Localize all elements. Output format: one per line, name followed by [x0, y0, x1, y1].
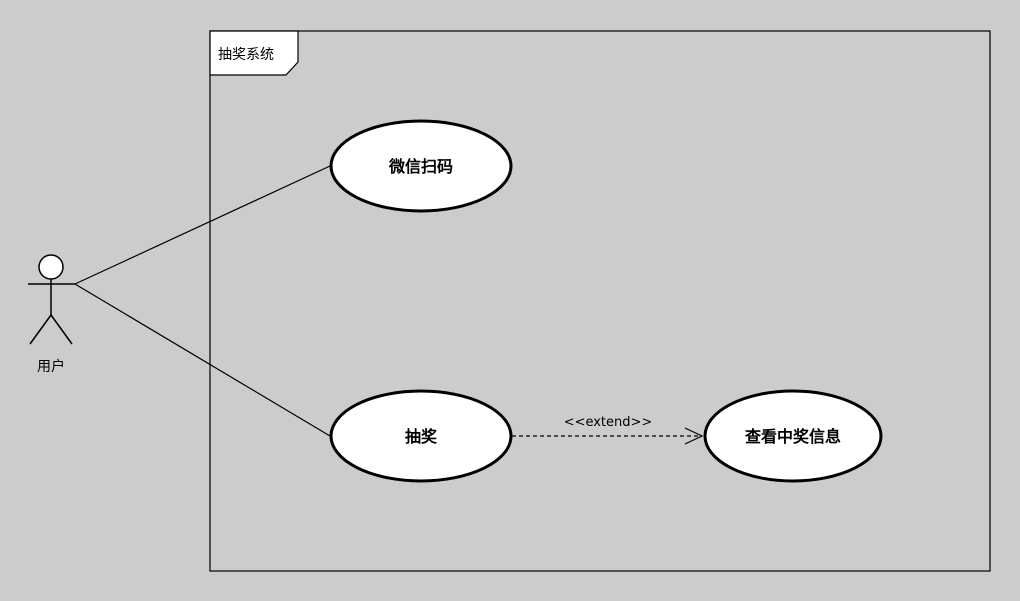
actor-left-leg [29, 314, 52, 345]
actor-name: 用户 [37, 358, 65, 375]
actor-user[interactable]: 用户 [28, 254, 75, 375]
extend-label: <<extend>> [564, 415, 653, 430]
extend-arrowhead [684, 427, 704, 445]
usecase-lottery[interactable]: 抽奖 [329, 389, 513, 483]
system-title: 抽奖系统 [218, 46, 274, 63]
usecase-wechat-scan[interactable]: 微信扫码 [329, 119, 513, 213]
usecase-wechat-scan-ellipse [329, 119, 513, 213]
system-title-tab [209, 30, 299, 76]
system-boundary-rect [209, 30, 991, 572]
actor-right-leg [50, 314, 73, 345]
usecase-lottery-ellipse [329, 389, 513, 483]
usecase-view-prize-info-label: 查看中奖信息 [745, 427, 841, 446]
usecase-view-prize-info-ellipse [703, 389, 883, 483]
association-wechat-scan [74, 165, 331, 285]
usecase-wechat-scan-label: 微信扫码 [388, 157, 453, 176]
actor-head [38, 254, 64, 280]
usecase-lottery-label: 抽奖 [405, 427, 438, 446]
system-boundary[interactable]: 抽奖系统 [209, 30, 991, 572]
usecase-view-prize-info[interactable]: 查看中奖信息 [703, 389, 883, 483]
association-lottery [74, 283, 331, 437]
extend-dependency: <<extend>> [512, 415, 704, 445]
